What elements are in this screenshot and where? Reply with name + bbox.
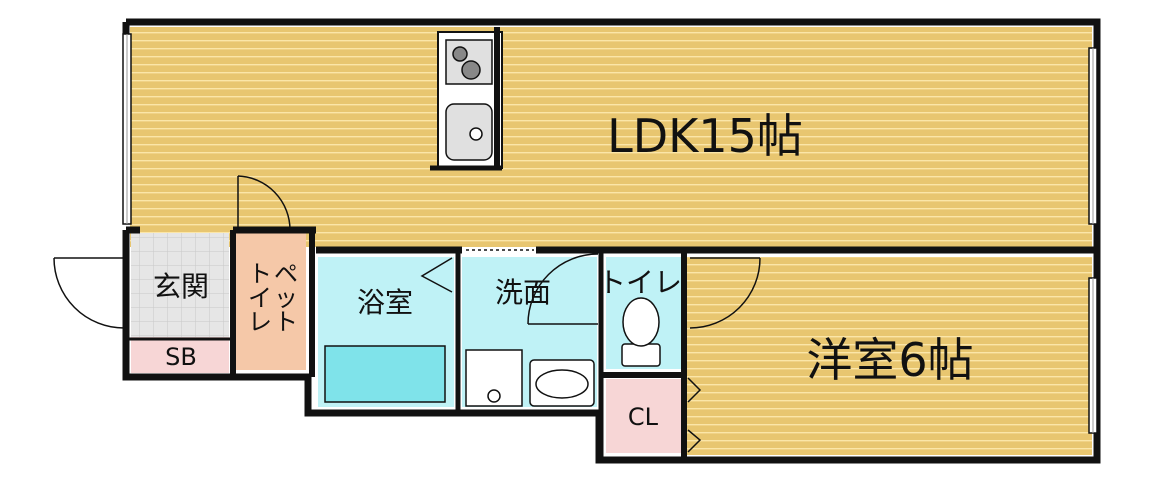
washroom-label: 洗面 [495, 276, 551, 309]
pet-toilet-label-char: ト [248, 260, 272, 288]
closet-label: CL [628, 403, 659, 431]
pet-toilet-label-char: ッ [274, 284, 298, 312]
doors [53, 175, 761, 453]
entrance-floor [131, 233, 229, 337]
washroom-fixtures [465, 349, 595, 407]
toilet-label: トイレ [598, 266, 682, 299]
ldk-label: LDK15帖 [607, 109, 803, 163]
pet-toilet-label-char: イ [248, 284, 272, 312]
shoe-box-label: SB [165, 343, 197, 371]
western-room-floor [686, 257, 1092, 455]
kitchen [445, 39, 493, 161]
shoe-box-area [131, 337, 229, 373]
closet-area [606, 379, 682, 453]
pet-toilet-label-char: レ [248, 308, 272, 336]
pet-toilet-area [236, 233, 306, 370]
pet-toilet-label: ペットトイレ [248, 260, 298, 336]
western-room-label: 洋室6帖 [806, 333, 973, 387]
pet-toilet-label-char: ト [274, 308, 298, 336]
pet-toilet-label-char: ペ [274, 260, 298, 288]
windows [122, 33, 1098, 434]
bathroom-label: 浴室 [357, 286, 413, 319]
bathtub [324, 345, 446, 403]
ldk-floor [130, 27, 1092, 247]
toilet-fixture [621, 297, 661, 367]
entrance-label: 玄関 [153, 270, 209, 303]
